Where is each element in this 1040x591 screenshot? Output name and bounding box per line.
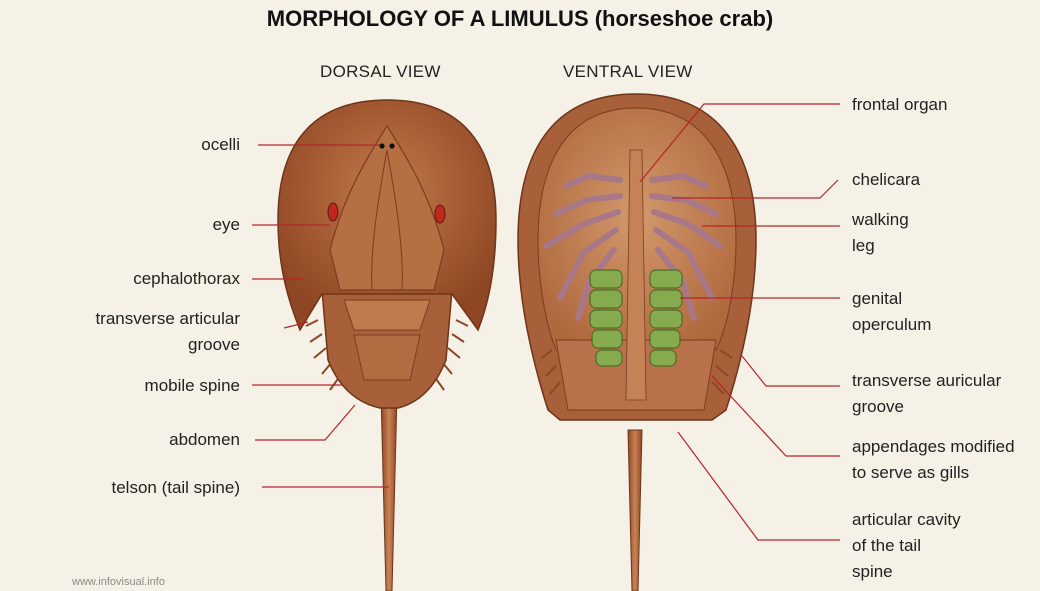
- label-walking-leg-1: walking: [852, 207, 909, 233]
- label-genital-operculum-1: genital: [852, 286, 902, 312]
- label-abdomen: abdomen: [169, 427, 240, 453]
- label-ocelli: ocelli: [201, 132, 240, 158]
- label-telson: telson (tail spine): [111, 475, 240, 501]
- ocelli-left: [379, 143, 384, 148]
- ventral-crab: [518, 94, 756, 591]
- dorsal-telson: [381, 395, 397, 591]
- label-articular-cavity-1: articular cavity: [852, 507, 961, 533]
- leader-transverse-auricular-groove: [742, 356, 840, 386]
- label-walking-leg-2: leg: [852, 233, 875, 259]
- dorsal-crab: [278, 100, 496, 591]
- label-gills-2: to serve as gills: [852, 460, 969, 486]
- watermark: www.infovisual.info: [72, 576, 165, 588]
- label-gills-1: appendages modified: [852, 434, 1015, 460]
- label-transverse-auricular-groove-2: groove: [852, 394, 904, 420]
- label-frontal-organ: frontal organ: [852, 92, 947, 118]
- ventral-telson: [628, 430, 642, 591]
- leader-articular-cavity: [678, 432, 840, 540]
- label-articular-cavity-2: of the tail: [852, 533, 921, 559]
- label-transverse-auricular-groove-1: transverse auricular: [852, 368, 1001, 394]
- label-articular-cavity-3: spine: [852, 559, 893, 585]
- label-chelicara: chelicara: [852, 167, 920, 193]
- label-cephalothorax: cephalothorax: [133, 266, 240, 292]
- label-transverse-articular-groove-1: transverse articular: [95, 306, 240, 332]
- leader-abdomen: [255, 405, 355, 440]
- compound-eye-right: [435, 205, 445, 223]
- leader-transverse-articular-groove: [284, 322, 308, 328]
- label-eye: eye: [213, 212, 240, 238]
- compound-eye-left: [328, 203, 338, 221]
- label-mobile-spine: mobile spine: [145, 373, 240, 399]
- label-genital-operculum-2: operculum: [852, 312, 931, 338]
- ocelli-right: [389, 143, 394, 148]
- label-transverse-articular-groove-2: groove: [188, 332, 240, 358]
